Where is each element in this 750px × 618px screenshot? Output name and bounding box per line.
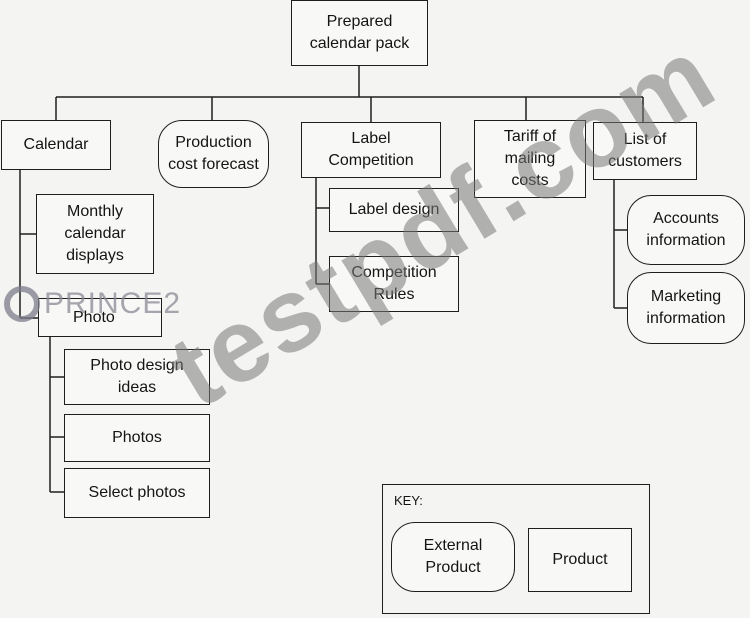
node-label-design: Label design <box>329 188 459 232</box>
legend-title: KEY: <box>394 493 423 508</box>
node-list-of-customers: List of customers <box>593 122 697 180</box>
node-accounts-information: Accounts information <box>627 195 745 265</box>
prince2-watermark-text: PRINCE2 <box>44 287 182 320</box>
node-competition-rules: Competition Rules <box>329 256 459 312</box>
legend-external-product: External Product <box>391 522 515 592</box>
prince2-watermark: PRINCE2 <box>4 286 181 322</box>
node-prepared-calendar-pack: Prepared calendar pack <box>291 0 428 66</box>
node-monthly-calendar-displays: Monthly calendar displays <box>36 194 154 274</box>
node-tariff-of-mailing-costs: Tariff of mailing costs <box>474 120 586 198</box>
node-photo-design-ideas: Photo design ideas <box>64 349 210 405</box>
node-marketing-information: Marketing information <box>627 272 745 344</box>
node-photo: Photo <box>38 298 162 337</box>
node-label-competition: Label Competition <box>301 122 441 178</box>
node-production-cost-forecast: Production cost forecast <box>158 120 269 188</box>
node-select-photos: Select photos <box>64 468 210 518</box>
legend-box <box>382 484 650 614</box>
legend-product: Product <box>528 528 632 592</box>
prince2-logo-icon <box>4 286 40 322</box>
node-photos: Photos <box>64 414 210 462</box>
node-calendar: Calendar <box>1 120 111 170</box>
